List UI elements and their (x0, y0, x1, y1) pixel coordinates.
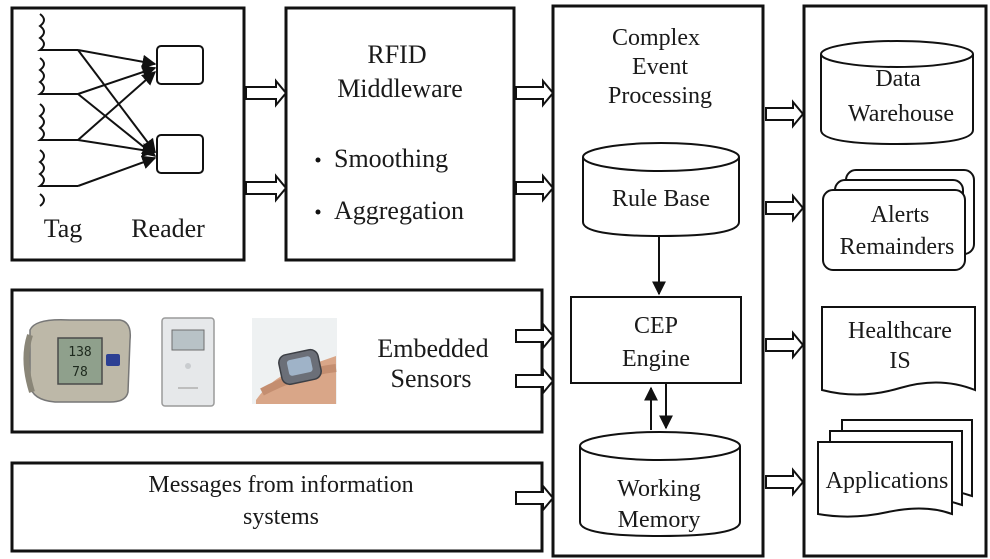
sensors-to-cep-arrow-1 (515, 321, 555, 351)
bullet-dot (315, 209, 321, 215)
healthcare-document-icon: Healthcare IS (821, 306, 976, 396)
alerts-label-1: Alerts (871, 202, 930, 228)
tag-label: Tag (44, 214, 83, 243)
reader-device-bottom (156, 134, 204, 174)
working-memory-label-2: Memory (618, 507, 701, 533)
middleware-to-cep-arrow-1 (515, 78, 555, 108)
rfid-tags-icon (37, 13, 78, 207)
bp-reading-bottom: 78 (72, 365, 88, 380)
rfid-to-middleware-arrow-1 (245, 78, 288, 108)
applications-documents-icon: Applications (817, 419, 973, 518)
cep-engine-label-1: CEP (634, 313, 678, 339)
working-memory-label-1: Working (617, 476, 700, 502)
alerts-stack-icon: Alerts Remainders (822, 169, 975, 271)
warehouse-label-1: Data (875, 66, 921, 92)
messages-box (10, 461, 544, 553)
middleware-bullet-aggregation: Aggregation (334, 196, 464, 225)
warehouse-label-2: Warehouse (848, 101, 954, 127)
messages-panel: Messages from information systems (10, 461, 544, 553)
rule-base-database-icon: Rule Base (582, 142, 740, 238)
cep-to-healthcare-arrow (765, 330, 805, 360)
middleware-title-1: RFID (367, 40, 426, 69)
outputs-panel: Data Warehouse Alerts Remainders Healthc… (802, 4, 988, 558)
sensors-label-2: Sensors (391, 364, 472, 393)
cep-to-warehouse-arrow (765, 99, 805, 129)
alerts-label-2: Remainders (840, 234, 955, 260)
cep-engine-box (570, 296, 742, 384)
tag-reader-links (77, 49, 157, 187)
flow-arrows (245, 78, 805, 513)
cep-title-2: Event (632, 54, 688, 80)
messages-to-cep-arrow (515, 483, 555, 513)
working-memory-database-icon: Working Memory (579, 431, 741, 538)
blood-pressure-monitor-image: 138 78 (23, 318, 132, 403)
thermostat-sensor-image (161, 317, 215, 407)
messages-line-2: systems (243, 504, 319, 530)
middleware-box (284, 6, 516, 262)
healthcare-label-1: Healthcare (848, 318, 952, 344)
middleware-title-2: Middleware (337, 74, 463, 103)
sensors-panel: 138 78 Embedded Sensors (10, 288, 544, 434)
middleware-panel: RFID Middleware Smoothing Aggregation (284, 6, 516, 262)
cep-panel: Complex Event Processing Rule Base CEP E… (551, 4, 765, 558)
middleware-to-cep-arrow-2 (515, 173, 555, 203)
healthcare-label-2: IS (889, 348, 910, 374)
rfid-to-middleware-arrow-2 (245, 173, 288, 203)
reader-device-top (156, 45, 204, 85)
sensors-label-1: Embedded (377, 334, 488, 363)
messages-line-1: Messages from information (148, 472, 413, 498)
data-warehouse-database-icon: Data Warehouse (820, 40, 974, 146)
rfid-panel: Tag Reader (10, 6, 246, 262)
rule-base-label: Rule Base (612, 186, 710, 212)
cep-to-alerts-arrow (765, 193, 805, 223)
sensors-to-cep-arrow-2 (515, 366, 555, 396)
cep-engine-label-2: Engine (622, 346, 690, 372)
bullet-dot (315, 157, 321, 163)
reader-label: Reader (131, 214, 205, 243)
middleware-bullet-smoothing: Smoothing (334, 144, 448, 173)
cep-title-3: Processing (608, 83, 712, 109)
cep-to-applications-arrow (765, 467, 805, 497)
applications-label: Applications (826, 468, 949, 494)
wrist-sensor-image (252, 318, 337, 404)
cep-title-1: Complex (612, 25, 700, 51)
bp-reading-top: 138 (68, 345, 91, 360)
